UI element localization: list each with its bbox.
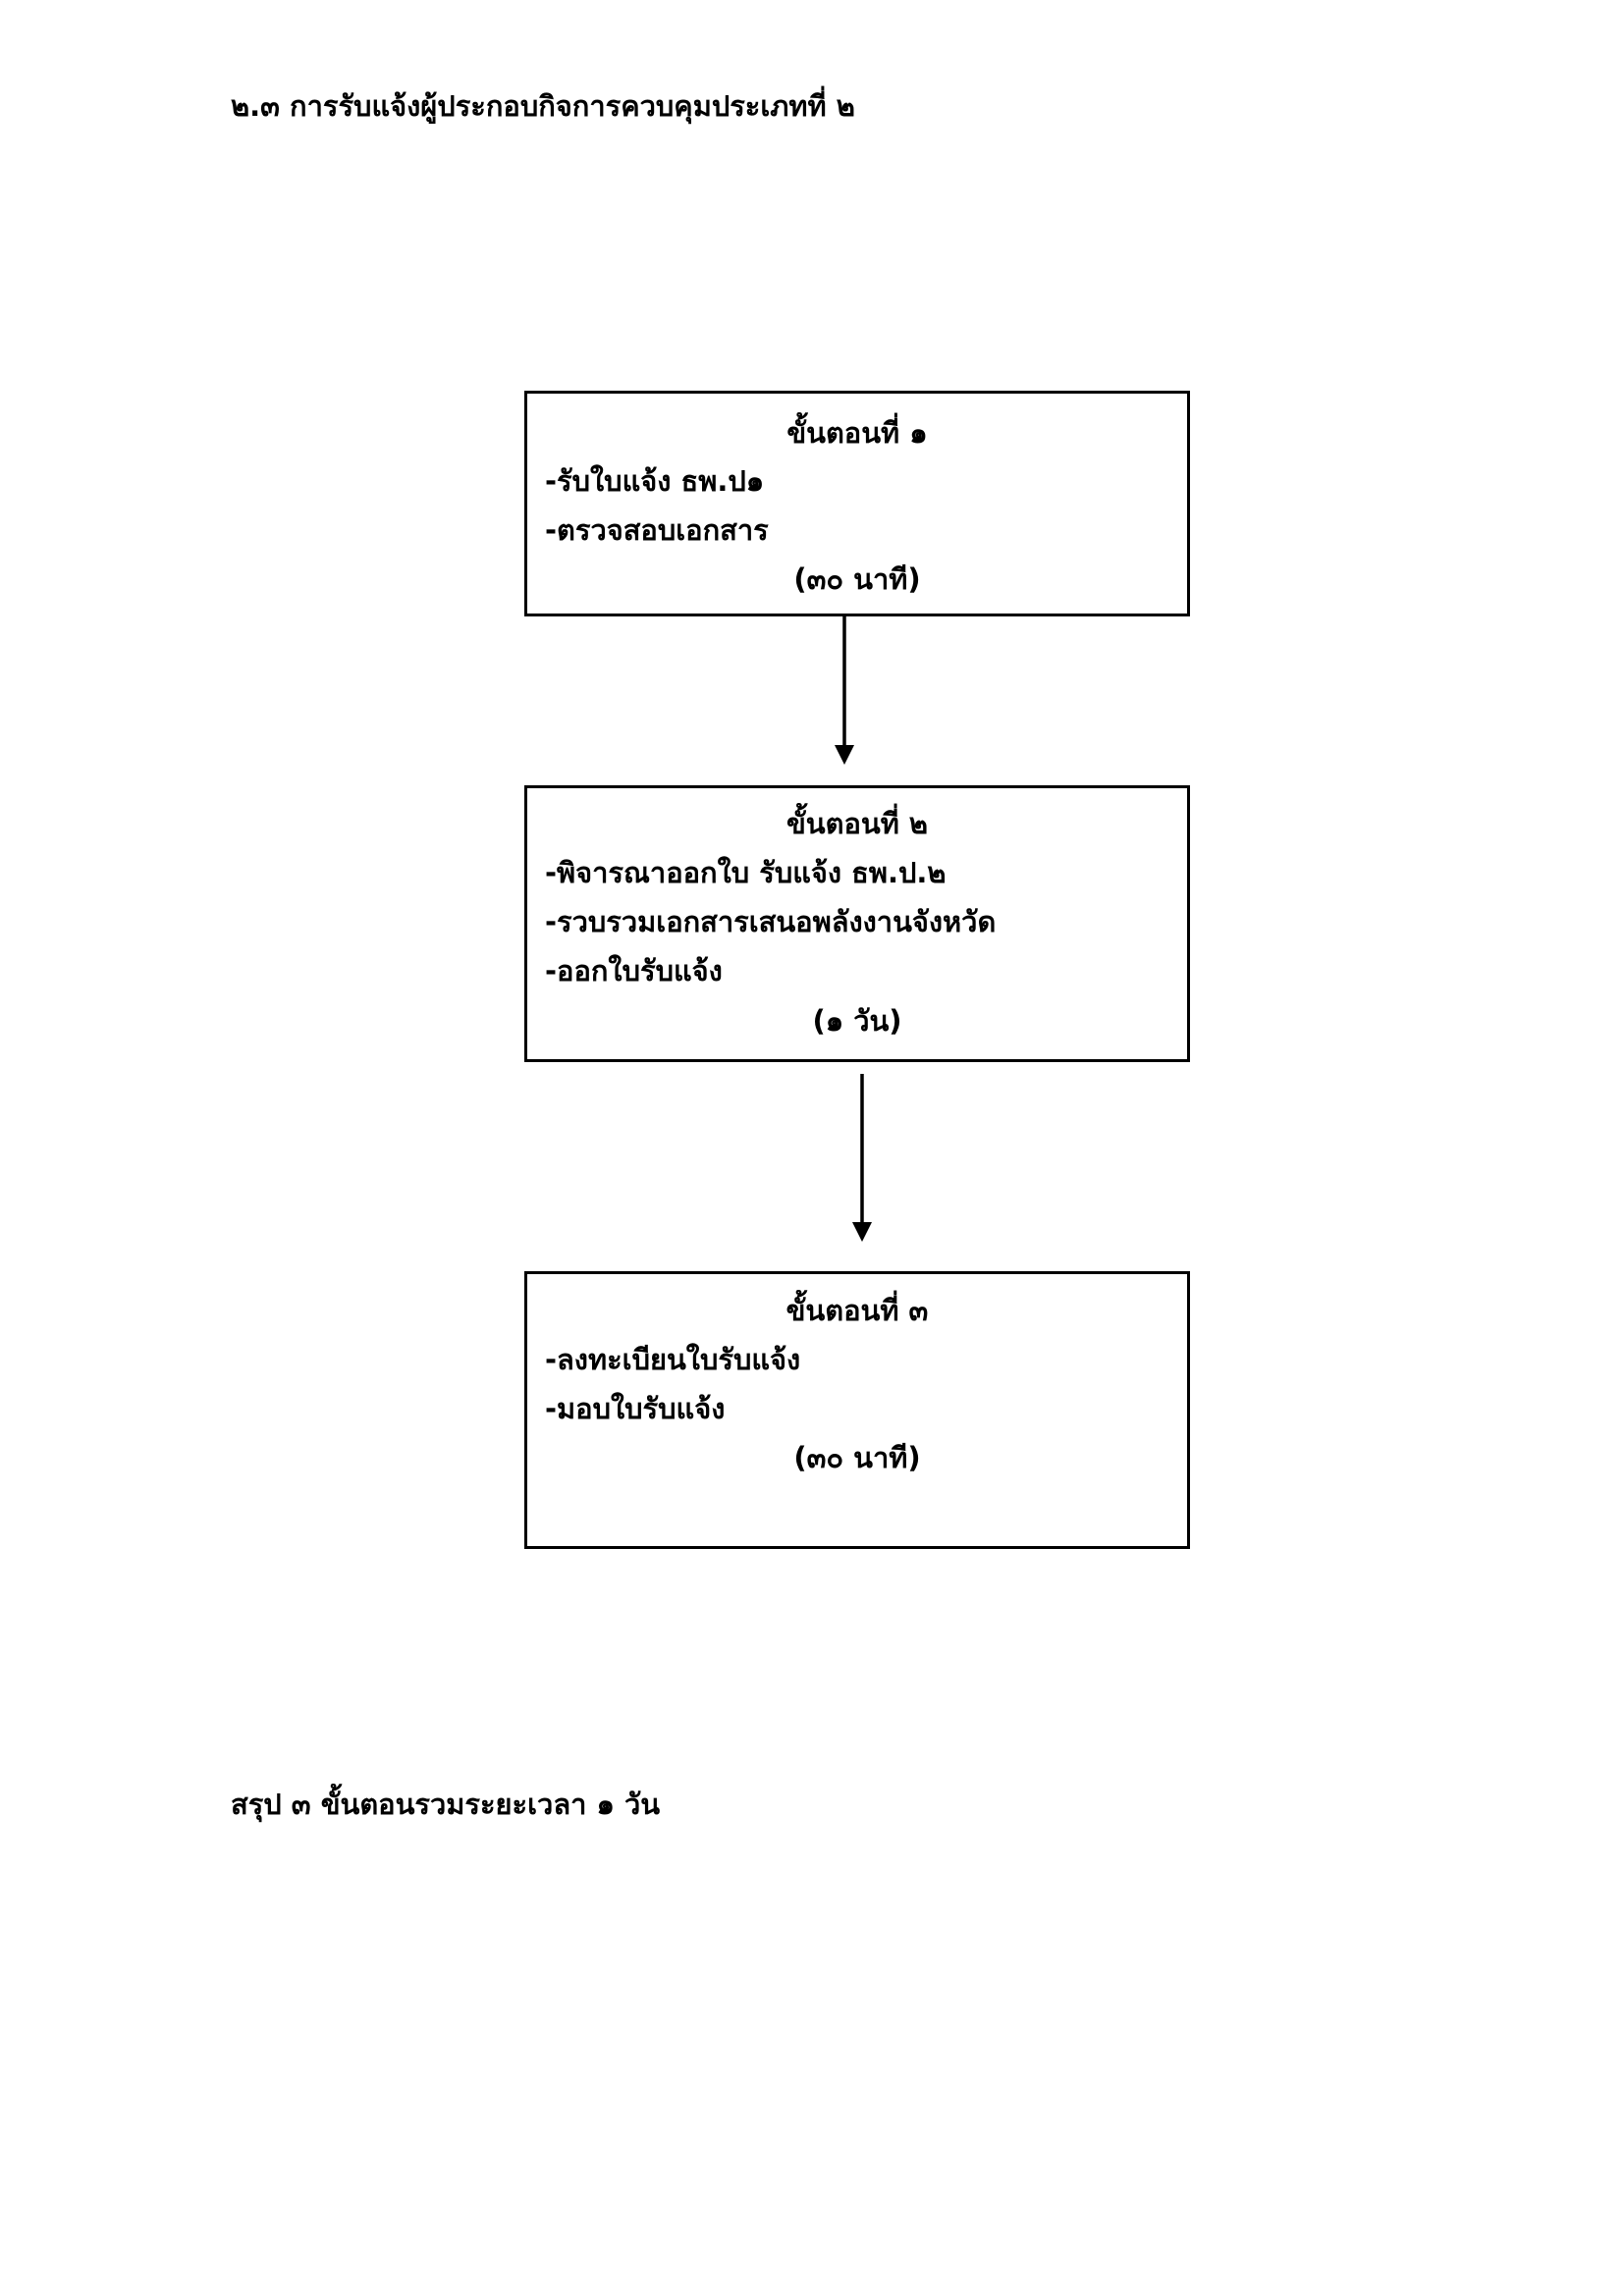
- step-box-2: ขั้นตอนที่ ๒ -พิจารณาออกใบ รับแจ้ง ธพ.ป.…: [524, 785, 1190, 1062]
- step-2-item-3: -ออกใบรับแจ้ง: [545, 954, 723, 988]
- summary-text: สรุป ๓ ขั้นตอนรวมระยะเวลา ๑ วัน: [231, 1788, 661, 1821]
- step-3-duration: (๓๐ นาที): [793, 1441, 921, 1474]
- step-2-item-1: -พิจารณาออกใบ รับแจ้ง ธพ.ป.๒: [545, 856, 947, 889]
- step-1-title: ขั้นตอนที่ ๑: [786, 416, 928, 450]
- step-box-3: ขั้นตอนที่ ๓ -ลงทะเบียนใบรับแจ้ง -มอบใบร…: [524, 1271, 1190, 1549]
- step-3-item-2: -มอบใบรับแจ้ง: [545, 1392, 726, 1425]
- step-2-duration: (๑ วัน): [812, 1004, 902, 1038]
- step-1-duration: (๓๐ นาที): [793, 562, 921, 596]
- arrow-step-2-to-3: [852, 1074, 872, 1242]
- step-3-item-1: -ลงทะเบียนใบรับแจ้ง: [545, 1343, 801, 1376]
- step-box-1: ขั้นตอนที่ ๑ -รับใบแจ้ง ธพ.ป๑ -ตรวจสอบเอ…: [524, 391, 1190, 616]
- step-1-item-1: -รับใบแจ้ง ธพ.ป๑: [545, 464, 765, 498]
- arrow-head: [852, 1222, 872, 1242]
- arrow-step-1-to-2: [835, 616, 854, 765]
- step-2-item-2: -รวบรวมเอกสารเสนอพลังงานจังหวัด: [545, 905, 997, 938]
- step-1-item-2: -ตรวจสอบเอกสาร: [545, 513, 769, 547]
- step-3-title: ขั้นตอนที่ ๓: [785, 1294, 929, 1327]
- arrow-head: [835, 745, 854, 765]
- step-2-title: ขั้นตอนที่ ๒: [785, 807, 929, 840]
- page-heading: ๒.๓ การรับแจ้งผู้ประกอบกิจการควบคุมประเภ…: [231, 89, 855, 123]
